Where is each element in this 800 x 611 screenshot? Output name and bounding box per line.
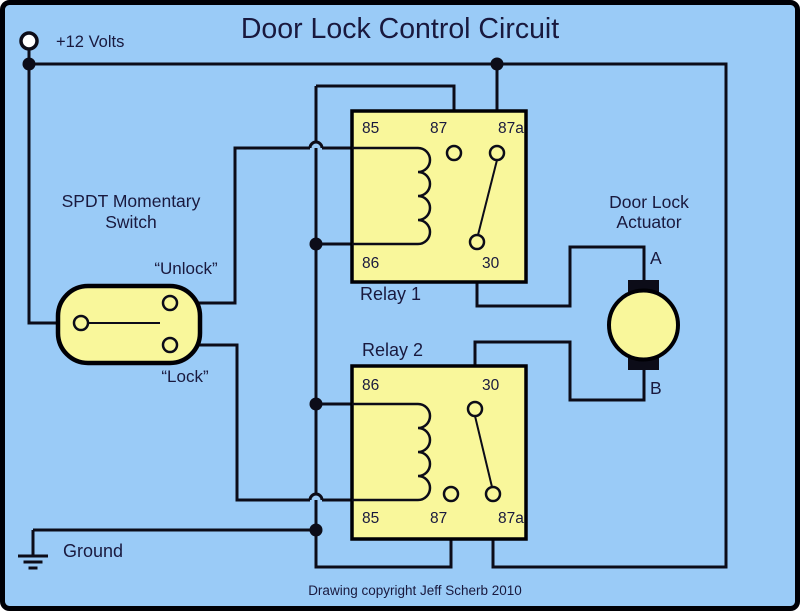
actuator-terminal-a-label: A xyxy=(650,248,662,268)
relay1: 85 87 87a 86 30 Relay 1 xyxy=(350,109,528,304)
junction-dot xyxy=(309,237,323,251)
relay1-contact-87a xyxy=(488,144,506,162)
relay2: 86 30 85 87 87a Relay 2 xyxy=(350,340,528,541)
door-lock-actuator: Door Lock Actuator A B xyxy=(607,192,689,398)
relay1-name-label: Relay 1 xyxy=(360,284,421,304)
actuator-title-line2: Actuator xyxy=(616,212,681,232)
relay2-pin-87-label: 87 xyxy=(430,510,447,527)
relay2-contact-87 xyxy=(442,485,460,503)
relay1-pin-87-label: 87 xyxy=(430,120,447,137)
relay1-body xyxy=(350,109,528,284)
switch-common-contact xyxy=(72,314,90,332)
wire-actuator-b-to-relay2-30 xyxy=(473,340,646,402)
switch-lock-contact xyxy=(161,336,179,354)
ground-label: Ground xyxy=(63,541,123,561)
relay1-contact-30 xyxy=(468,233,486,251)
power-label: +12 Volts xyxy=(56,33,124,51)
relay1-pin-30-label: 30 xyxy=(482,255,500,272)
junction-dots xyxy=(22,57,504,537)
relay1-pin-87a-label: 87a xyxy=(498,120,524,137)
copyright-text: Drawing copyright Jeff Scherb 2010 xyxy=(308,583,522,598)
switch-title-line2: Switch xyxy=(105,212,157,232)
relay2-coil-icon xyxy=(352,402,432,502)
relay2-contact-87a xyxy=(484,485,502,503)
junction-dot xyxy=(490,57,504,71)
switch-unlock-contact xyxy=(161,294,179,312)
relay1-pin-85-label: 85 xyxy=(362,120,379,137)
junction-dot xyxy=(309,523,323,537)
power-terminal-icon xyxy=(19,31,39,51)
relay1-contact-87 xyxy=(445,144,463,162)
actuator-terminal-b-label: B xyxy=(650,378,662,398)
switch-title-line1: SPDT Momentary xyxy=(62,191,201,211)
relay1-coil-icon xyxy=(352,146,432,246)
wire-unlock-to-relay1-85 xyxy=(177,146,310,305)
junction-dot xyxy=(309,397,323,411)
relay2-name-label: Relay 2 xyxy=(362,340,423,360)
spdt-switch: SPDT Momentary Switch “Unlock” “Lock” xyxy=(55,191,218,386)
relay2-contact-30 xyxy=(466,400,484,418)
actuator-motor-icon xyxy=(607,288,680,362)
relay2-pin-85-label: 85 xyxy=(362,510,379,527)
relay2-pin-30-label: 30 xyxy=(482,377,500,394)
relay2-pin-87a-label: 87a xyxy=(498,510,524,527)
relay1-armature-icon xyxy=(477,159,498,236)
relay2-pin-86-label: 86 xyxy=(362,377,379,394)
switch-lock-label: “Lock” xyxy=(161,367,209,386)
ground-symbol-icon xyxy=(18,554,48,570)
junction-dot xyxy=(22,57,36,71)
switch-unlock-label: “Unlock” xyxy=(154,259,218,278)
wire-relay1-30-to-actuator-a xyxy=(475,245,646,308)
wire-lock-to-relay2-85 xyxy=(177,343,310,502)
relay2-armature-icon xyxy=(474,415,493,488)
relay1-pin-86-label: 86 xyxy=(362,255,379,272)
page-title: Door Lock Control Circuit xyxy=(241,13,559,45)
actuator-title-line1: Door Lock xyxy=(609,192,689,212)
relay2-body xyxy=(350,364,528,541)
